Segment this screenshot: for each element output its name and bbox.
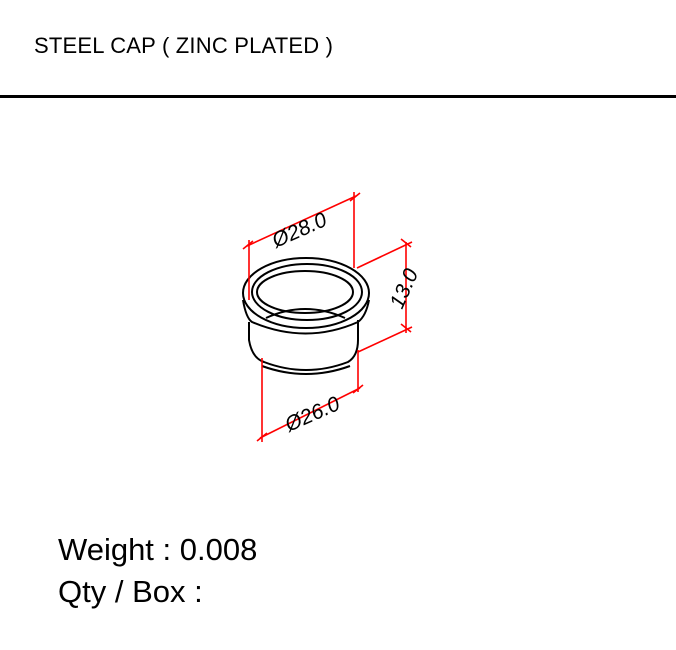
weight-label: Weight : 0.008	[58, 532, 258, 567]
dim-outer-diameter: Ø28.0	[268, 208, 331, 253]
cap-outline	[242, 257, 370, 375]
page-title: STEEL CAP ( ZINC PLATED )	[34, 33, 334, 58]
opening	[256, 270, 354, 314]
dim-body-diameter: Ø26.0	[281, 392, 344, 437]
rim-lower-edge	[242, 299, 370, 335]
body-bottom	[261, 365, 351, 375]
outer-rim	[242, 257, 370, 329]
header-divider	[0, 95, 676, 98]
dimension-lines	[242, 192, 413, 442]
inner-rim	[251, 263, 363, 321]
dim-height: 13.0	[386, 265, 424, 312]
qty-per-box-label: Qty / Box :	[58, 574, 203, 609]
body-side	[248, 320, 359, 371]
inner-floor-arc	[265, 308, 346, 319]
